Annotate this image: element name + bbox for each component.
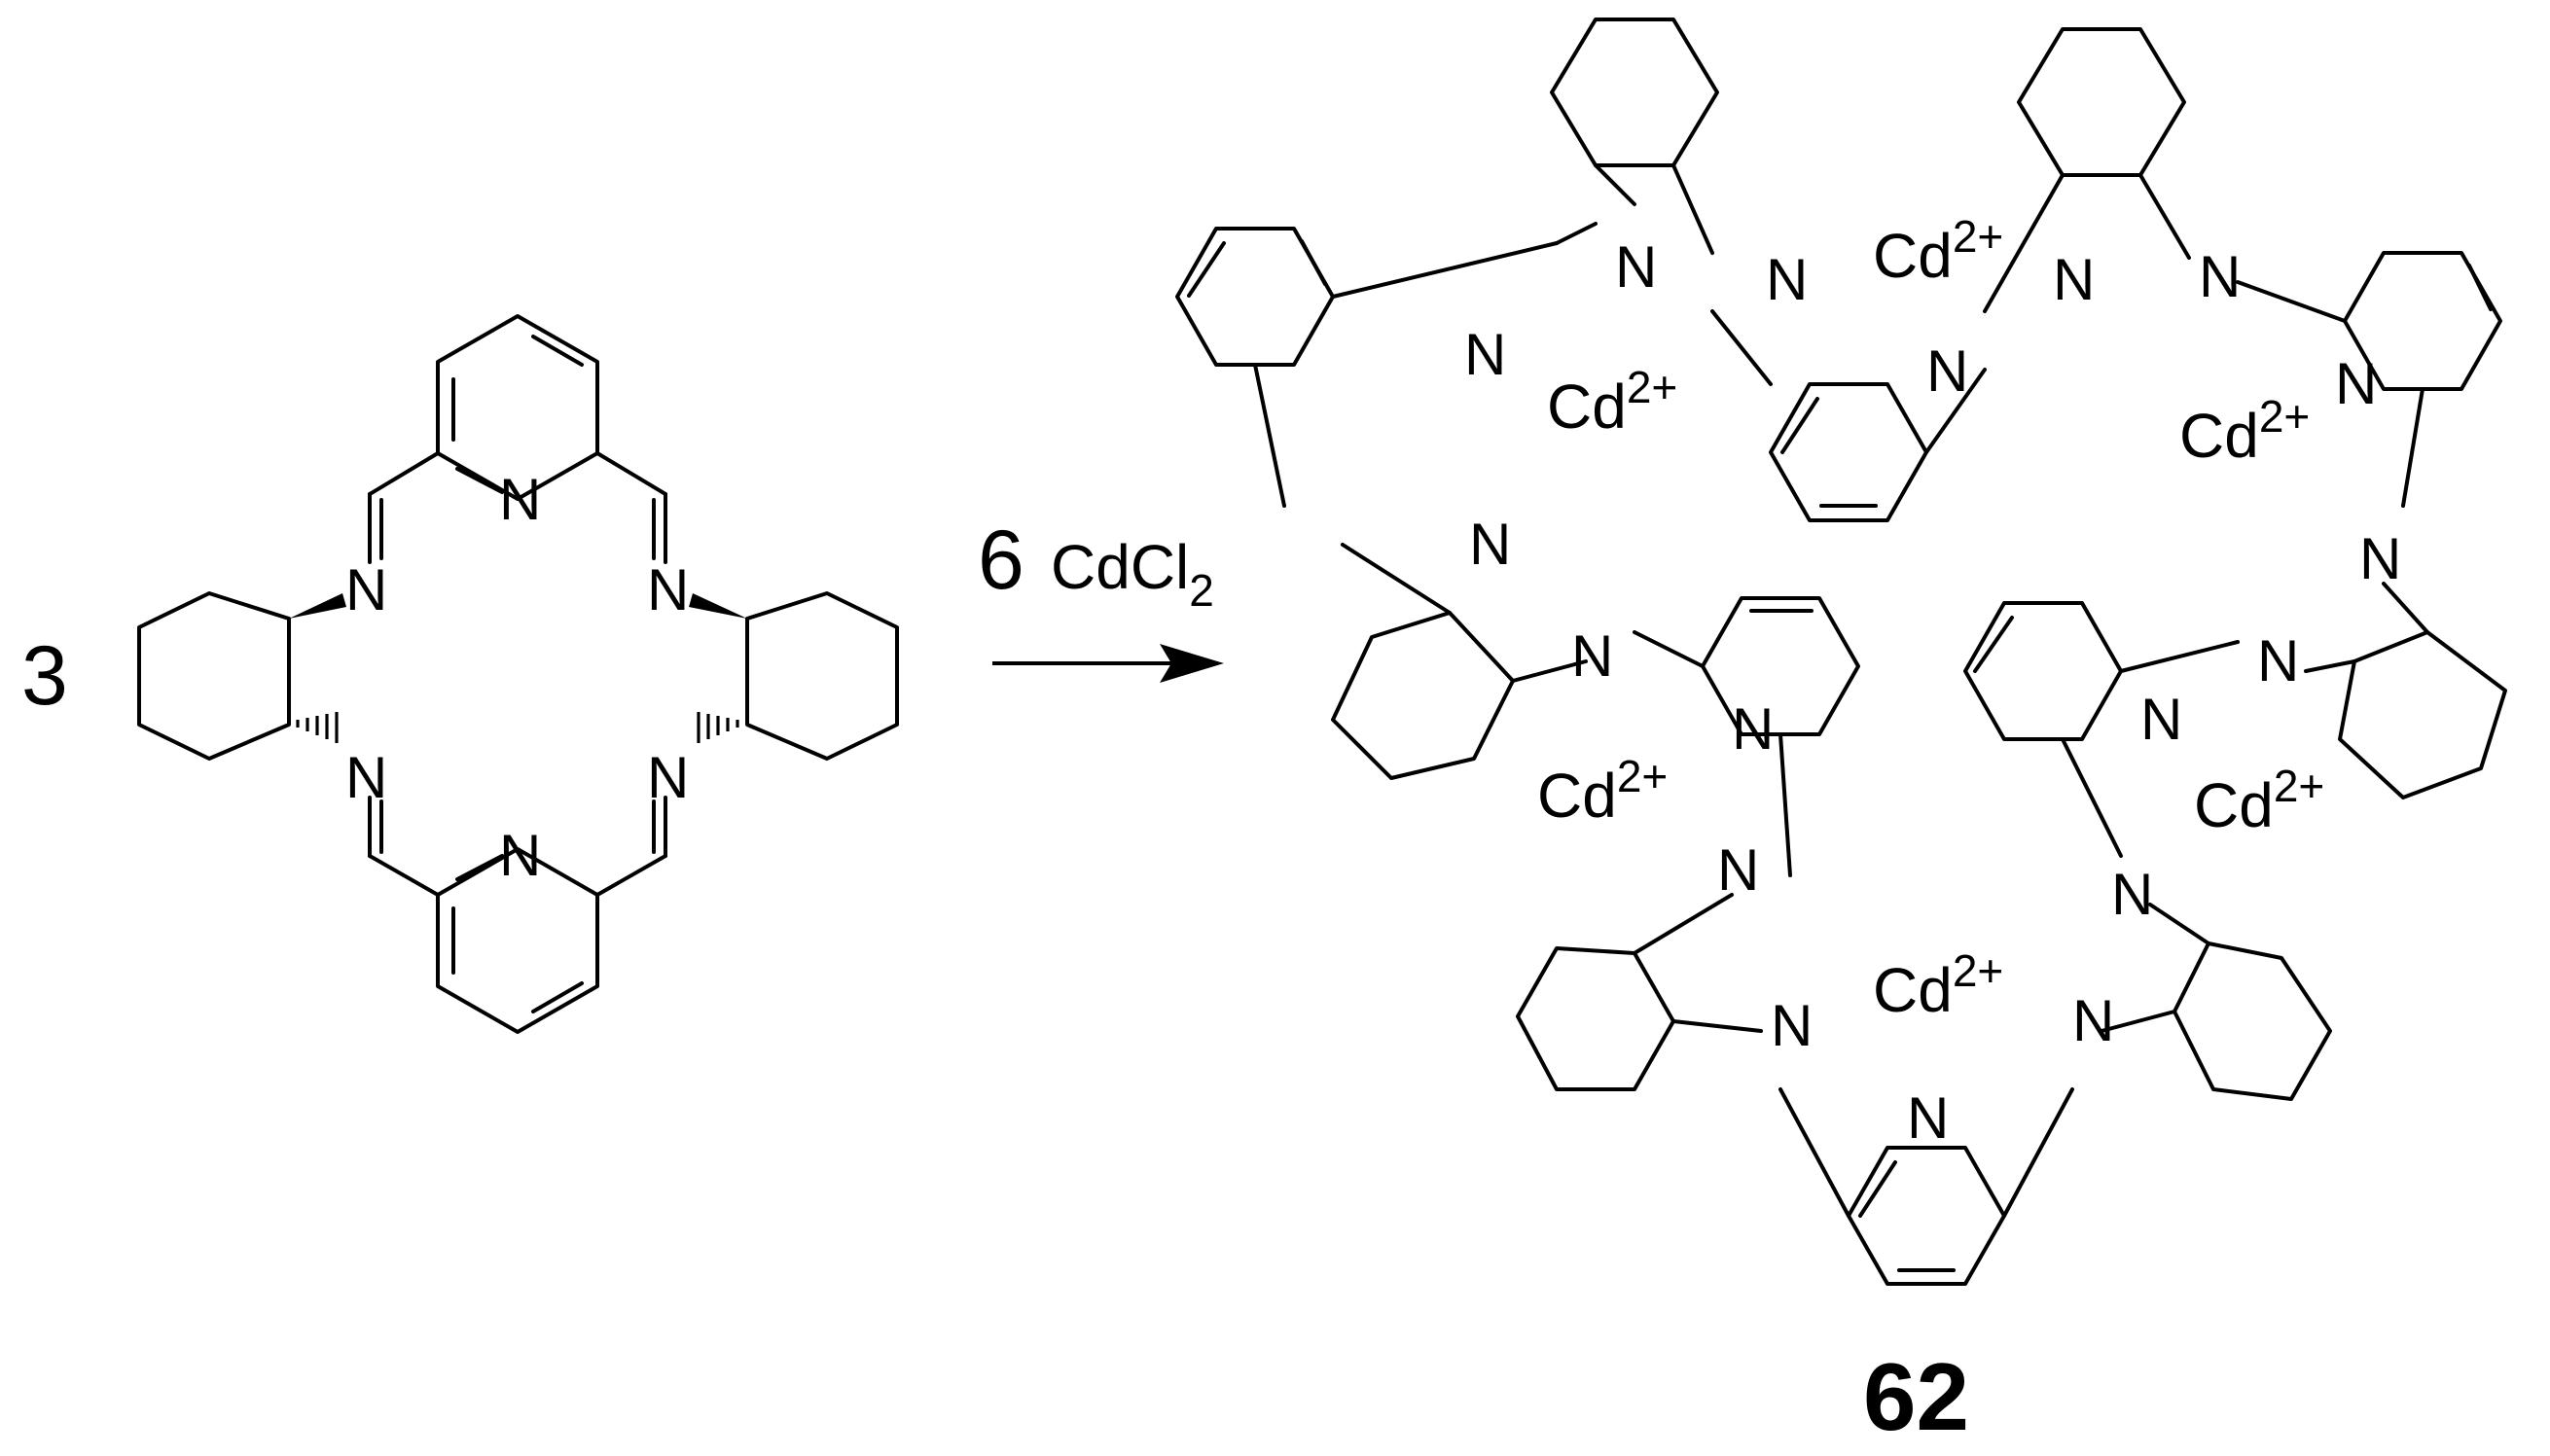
product-n-1: N [1615,234,1657,300]
compound-number: 62 [1863,1343,1969,1450]
product-n-4: N [2199,244,2241,309]
product-pyridine-6 [1847,1146,2006,1286]
bottom-pyridine-ring [436,847,599,1034]
product-n-18: N [1907,1085,1949,1151]
product-cyclohexane-6 [2173,941,2332,1101]
imine-nitrogen-top-left: N [345,557,387,622]
product-cyclohexane-2 [2017,27,2186,177]
right-cyclohexane-ring [745,591,899,761]
left-cyclohexane-ring [137,591,291,761]
cadmium-ion-3: Cd2+ [2179,391,2310,471]
hash-bond-left [296,712,339,743]
product-cyclohexane-3 [1331,611,1515,780]
product-cyclohexane-4 [2338,630,2507,799]
product-pyridine-2 [1769,382,1928,522]
product-cyclohexane-1 [1550,18,1719,167]
product-n-11: N [2257,628,2299,693]
product-n-13: N [2140,687,2182,752]
arrow-head [1160,644,1224,683]
stoichiometric-coefficient: 3 [21,629,68,723]
product-n-12: N [1732,696,1774,762]
product-n-10: N [1571,623,1613,689]
product-n-6: N [1926,338,1968,404]
product-n-9: N [2359,526,2401,591]
product-n-8: N [1469,512,1511,577]
product-n-14: N [1717,837,1759,903]
product-pyridine-3 [2343,251,2502,391]
cadmium-ion-2: Cd2+ [1873,211,2003,291]
imine-nitrogen-top-right: N [647,557,689,622]
product-n-3: N [2053,247,2095,312]
product-cyclohexane-5 [1516,946,1675,1091]
product-n-17: N [2072,988,2114,1053]
imine-nitrogen-bottom-right: N [647,745,689,810]
product-helicate: N N N N N N N N N N N N N N N N N N Cd2+… [1175,18,2507,1286]
cadmium-ion-4: Cd2+ [1537,751,1668,831]
reagent-equivalents: 6 [978,514,1024,607]
top-pyridine-ring [436,314,599,501]
imine-nitrogen-bottom-left: N [345,745,387,810]
product-n-5: N [1464,322,1506,387]
cadmium-ion-1: Cd2+ [1547,362,1677,442]
hash-bond-right [697,712,739,743]
pyridine-nitrogen-top: N [499,467,541,532]
reagent-formula: CdCl2 [1051,532,1214,616]
cadmium-ion-5: Cd2+ [2194,761,2324,840]
product-n-7: N [2335,351,2377,416]
product-n-15: N [2111,862,2153,927]
product-n-2: N [1766,247,1808,312]
product-n-16: N [1771,993,1813,1058]
product-pyridine-4 [1701,596,1860,736]
pyridine-nitrogen-bottom: N [499,823,541,888]
cadmium-ion-6: Cd2+ [1873,945,2003,1025]
starting-macrocycle: N N N N N N [137,314,899,1034]
reaction-arrow-group: 6 CdCl2 [978,514,1224,683]
product-pyridine-1 [1175,227,1335,367]
product-pyridine-5 [1963,601,2123,741]
